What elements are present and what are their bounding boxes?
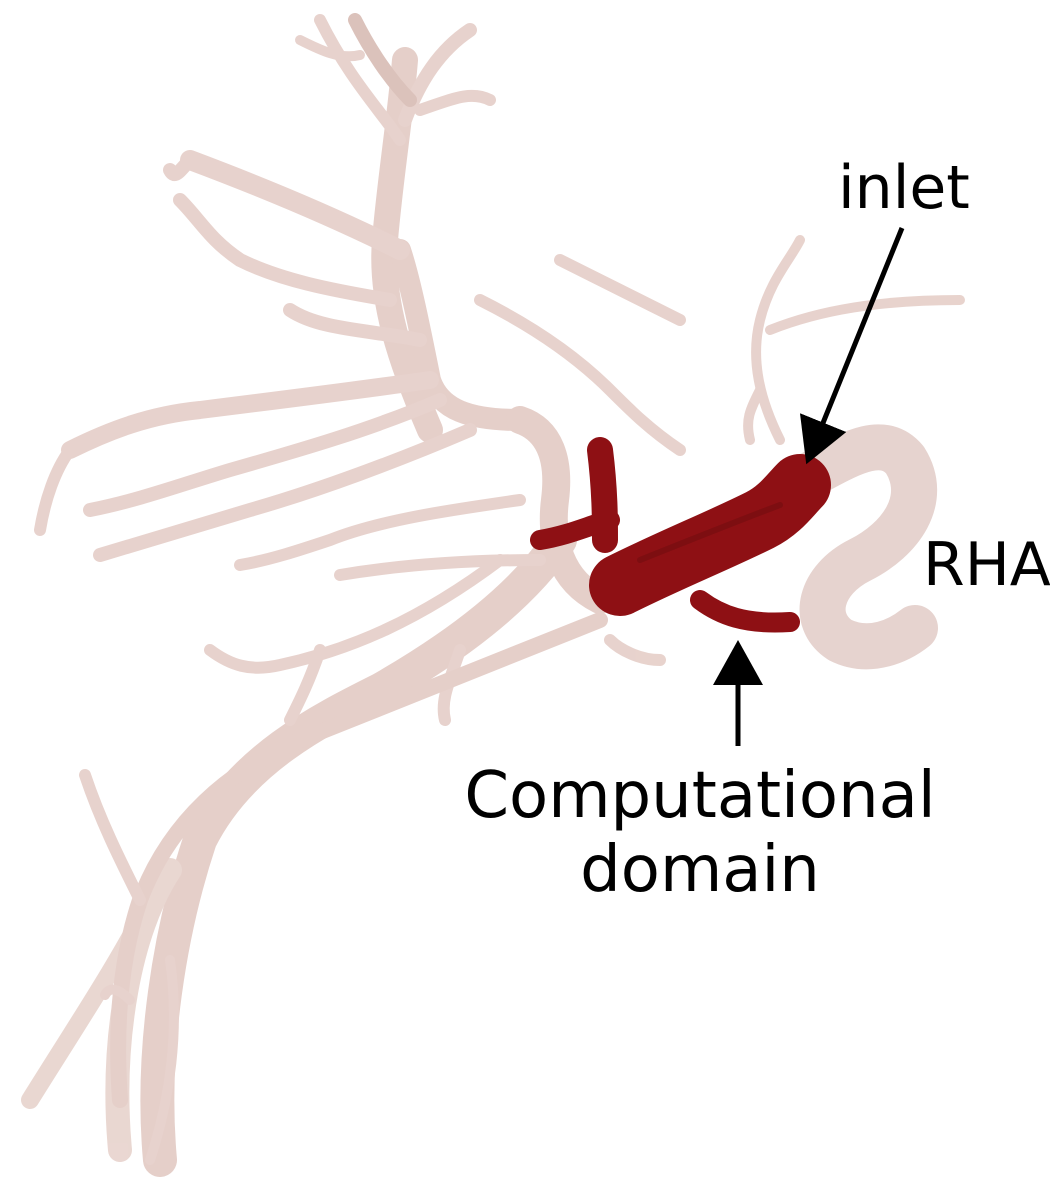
inlet-arrow [799, 227, 905, 465]
computational-domain-label-line2: domain [580, 833, 820, 907]
computational-domain-label-line1: Computational [464, 759, 936, 833]
rha-vessel [777, 424, 938, 670]
computational-domain-segment [530, 437, 831, 633]
inlet-label: inlet [838, 153, 970, 223]
vessel-tree [21, 13, 965, 1177]
rha-label: RHA [923, 530, 1050, 600]
computational-domain-label: Computational domain [464, 764, 935, 902]
